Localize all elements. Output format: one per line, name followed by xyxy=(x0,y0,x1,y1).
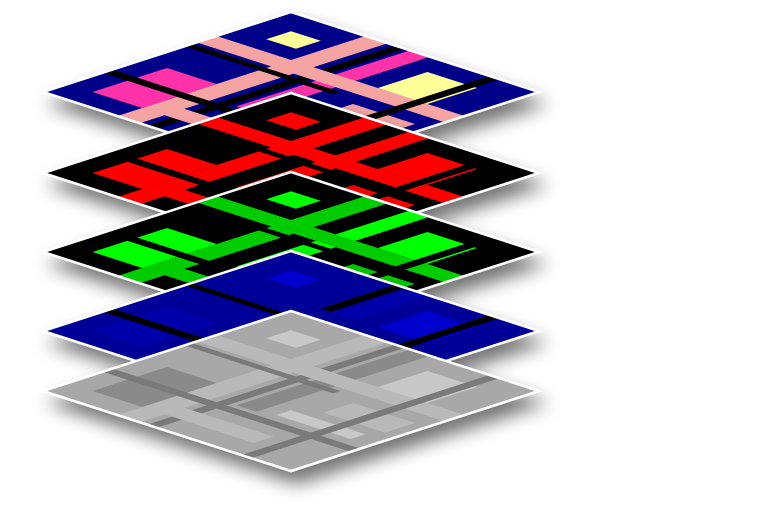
layer-grayscale xyxy=(38,309,544,473)
